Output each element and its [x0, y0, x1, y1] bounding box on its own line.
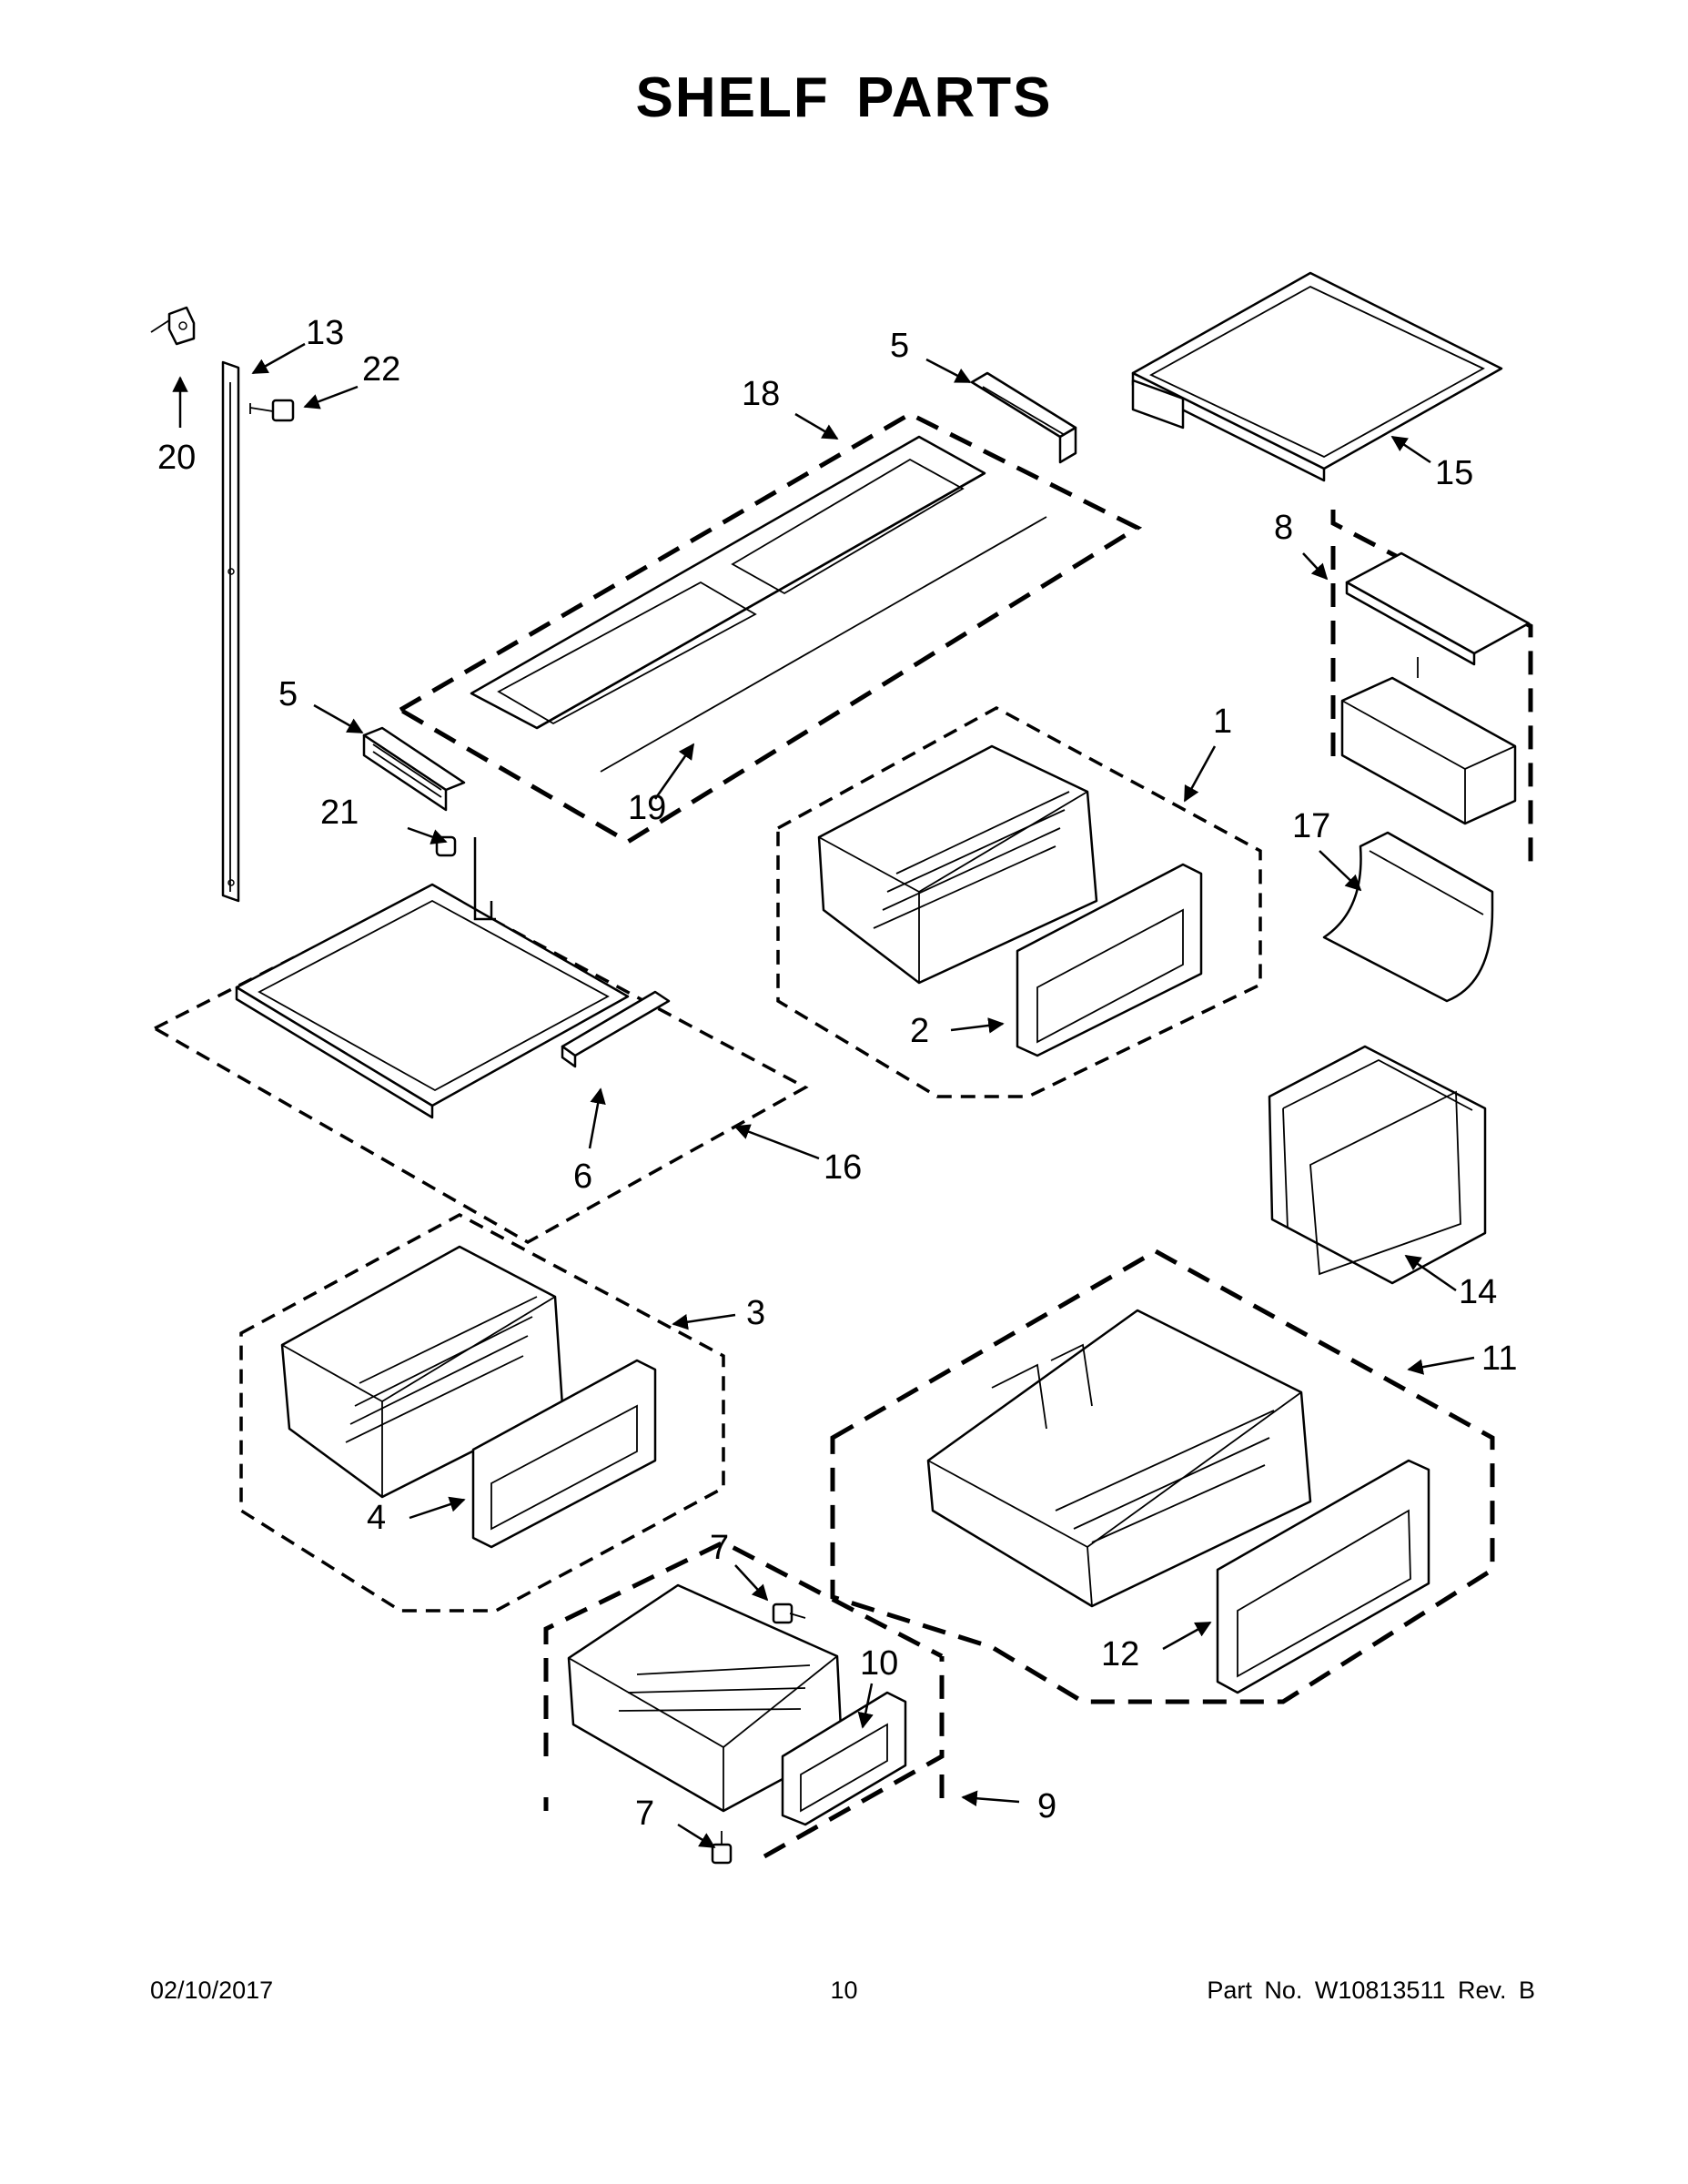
callout-4: 4: [367, 1499, 386, 1537]
top-glass-shelf: [1131, 271, 1503, 482]
footer-part-number: Part No. W10813511 Rev. B: [1207, 1977, 1535, 2004]
callout-1: 1: [1213, 703, 1232, 741]
callout-3: 3: [746, 1294, 765, 1332]
callout-15: 15: [1435, 454, 1473, 492]
callout-12: 12: [1101, 1635, 1139, 1673]
callout-2: 2: [910, 1012, 929, 1050]
crisper-group-1: [776, 706, 1262, 1098]
callout-20: 20: [157, 439, 196, 477]
shelf-clip-top: [970, 371, 1077, 464]
callout-8: 8: [1274, 509, 1293, 547]
callout-16: 16: [824, 1148, 862, 1187]
drawer-screw-bottom: [711, 1831, 733, 1865]
callout-22: 22: [362, 350, 400, 389]
crisper-group-3: [239, 1213, 725, 1613]
drawer-screw-top: [772, 1603, 806, 1624]
lower-shelf-group: [151, 837, 809, 1245]
callout-18: 18: [742, 375, 780, 413]
rail-bracket: [150, 306, 196, 346]
condiment-bin-group: [1330, 510, 1533, 874]
callout-5-left: 5: [278, 675, 298, 713]
crisper-group-11: [830, 1249, 1495, 1704]
callout-14: 14: [1459, 1273, 1497, 1311]
shelf-rail: [221, 360, 240, 903]
page-title: SHELF PARTS: [635, 66, 1053, 129]
callout-11: 11: [1481, 1340, 1517, 1378]
bin-cover: [1322, 831, 1494, 1003]
rail-screw: [249, 399, 295, 422]
crisper-group-9: [543, 1540, 945, 1859]
callout-7-top: 7: [710, 1529, 729, 1567]
callout-10: 10: [860, 1644, 898, 1683]
footer-page-number: 10: [830, 1977, 858, 2004]
upper-shelf-group: [396, 411, 1143, 844]
callout-5-top: 5: [890, 327, 909, 365]
callout-7-bottom: 7: [635, 1795, 654, 1833]
callout-21: 21: [320, 794, 359, 832]
shelf-clip-left: [362, 726, 466, 812]
callout-6: 6: [573, 1158, 592, 1196]
deli-drawer: [1268, 1045, 1487, 1285]
leader-arrows: [172, 342, 1475, 1849]
callout-17: 17: [1292, 807, 1330, 845]
footer-date: 02/10/2017: [150, 1977, 274, 2004]
callout-13: 13: [306, 314, 344, 352]
callout-9: 9: [1037, 1787, 1056, 1825]
callout-19: 19: [628, 789, 666, 827]
